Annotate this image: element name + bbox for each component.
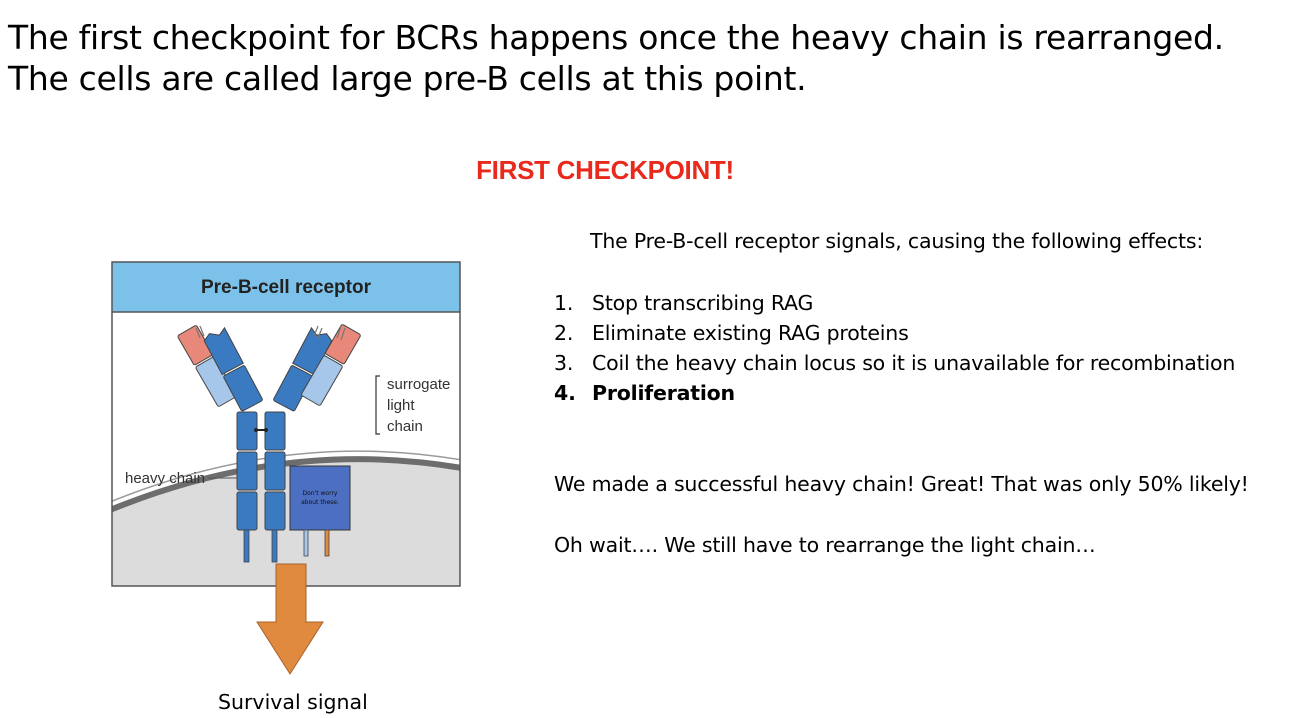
signaling-components-box	[289, 465, 351, 531]
membrane-outer-edge	[112, 450, 460, 503]
title-line-2: The cells are called large pre-B cells a…	[8, 59, 807, 98]
effect-number: 2.	[554, 321, 574, 345]
surrogate-label-3: chain	[387, 418, 423, 435]
left-surrogate-light-chain	[177, 325, 238, 407]
surrogate-label-2: light	[387, 397, 415, 414]
checkpoint-heading: FIRST CHECKPOINT!	[476, 155, 734, 185]
effect-item-4: 4. Proliferation	[554, 378, 1235, 408]
effects-list: 1. Stop transcribing RAG 2. Eliminate exis…	[554, 288, 1235, 408]
effect-text: Stop transcribing RAG	[592, 291, 814, 315]
light-chain-note: Oh wait…. We still have to rearrange the…	[554, 533, 1096, 557]
heavy-chain-label: heavy chain	[125, 470, 205, 487]
box-label-line-1: Don't worry	[303, 490, 338, 497]
effect-item-3: 3. Coil the heavy chain locus so it is un…	[554, 348, 1235, 378]
box-label-line-2: about these.	[301, 499, 339, 506]
effect-text: Eliminate existing RAG proteins	[592, 321, 909, 345]
survival-signal-arrow	[256, 563, 324, 675]
effect-text: Proliferation	[592, 381, 735, 405]
effect-number: 4.	[554, 381, 576, 405]
cytoplasm	[112, 459, 460, 586]
effect-text: Coil the heavy chain locus so it is unav…	[592, 351, 1236, 375]
surrogate-bracket	[375, 375, 380, 435]
box-tail-right	[324, 529, 330, 557]
right-surrogate-light-chain	[301, 324, 361, 406]
success-note: We made a successful heavy chain! Great!…	[554, 472, 1249, 496]
left-heavy-arm	[203, 326, 263, 412]
effect-item-1: 1. Stop transcribing RAG	[554, 288, 1235, 318]
effect-item-2: 2. Eliminate existing RAG proteins	[554, 318, 1235, 348]
title-line-1: The first checkpoint for BCRs happens on…	[8, 18, 1224, 57]
diagram-header-title: Pre-B-cell receptor	[201, 277, 372, 298]
survival-signal-label: Survival signal	[218, 690, 368, 714]
effect-number: 1.	[554, 291, 574, 315]
diagram-header-bg	[112, 262, 460, 312]
effect-number: 3.	[554, 351, 574, 375]
surrogate-label-1: surrogate	[387, 376, 450, 393]
box-tail-left	[303, 529, 309, 557]
cell-membrane	[112, 456, 460, 513]
pre-b-cell-receptor-diagram: Pre-B-cell receptor Don't worr	[111, 261, 461, 675]
effects-intro: The Pre-B-cell receptor signals, causing…	[590, 229, 1204, 253]
heavy-chain-stem	[236, 411, 286, 563]
